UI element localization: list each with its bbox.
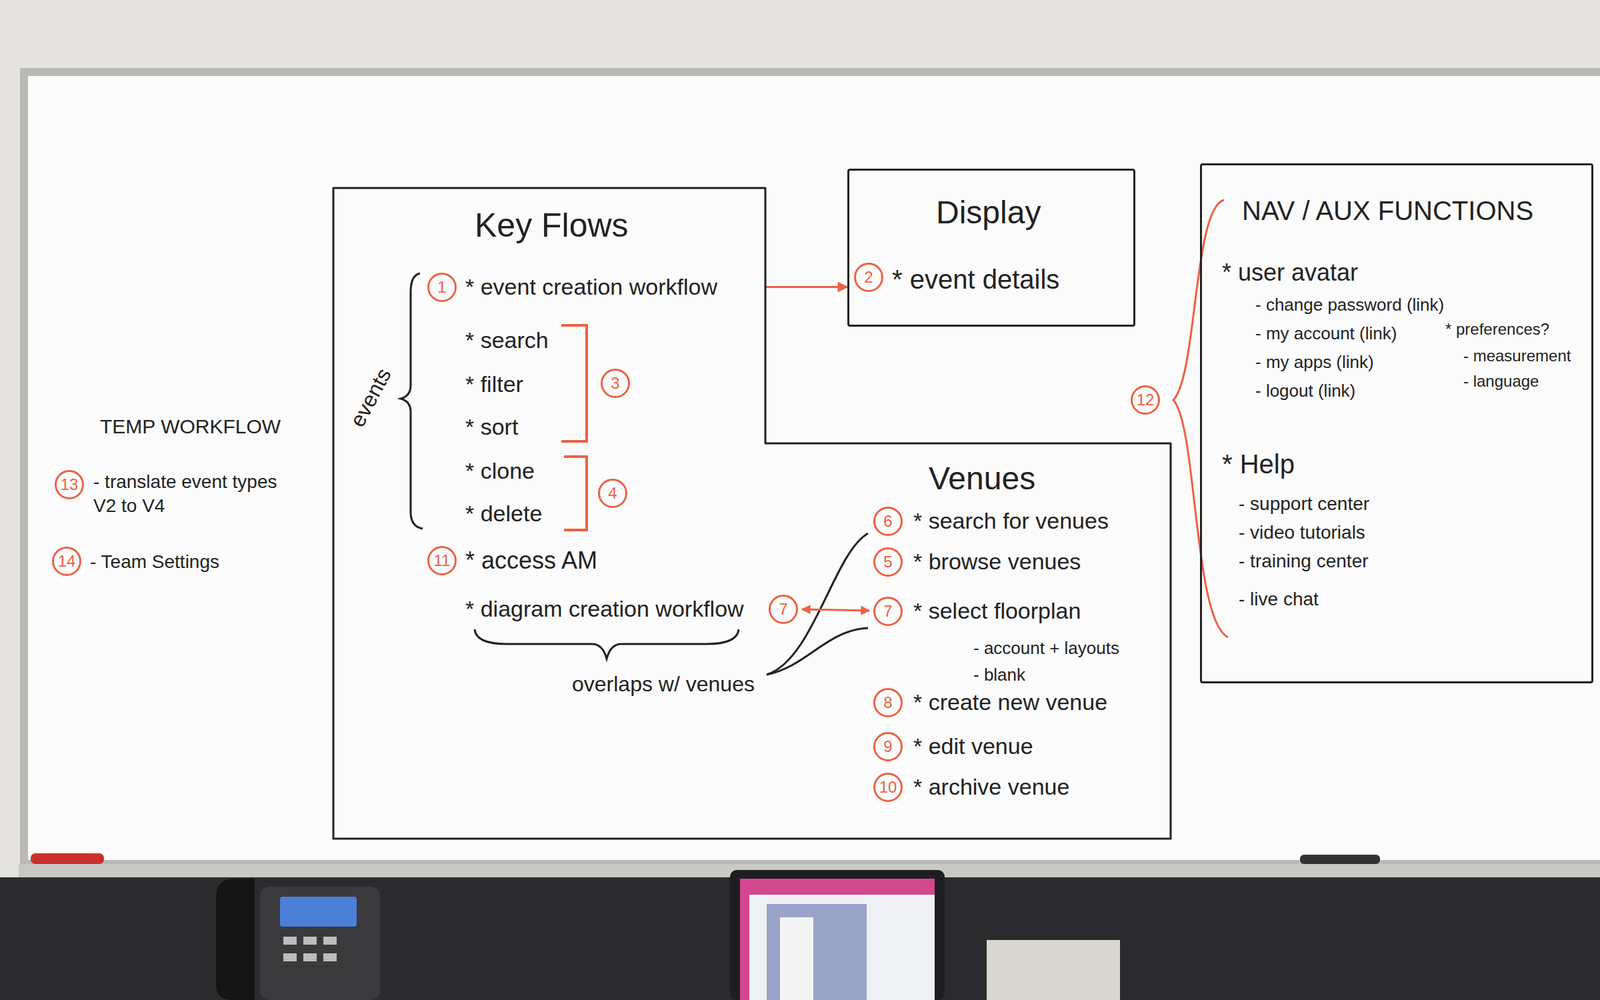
phone-key <box>303 953 317 962</box>
callout-number: 1 <box>427 272 457 302</box>
list-item: - logout (link) <box>1255 381 1356 402</box>
under-brace <box>474 629 739 659</box>
list-item: * user avatar <box>1222 258 1358 286</box>
laptop-panel <box>766 904 867 1000</box>
callout-number: 3 <box>600 368 630 398</box>
callout-number: 7 <box>873 596 903 626</box>
list-item: * delete <box>465 500 542 527</box>
callout-number: 8 <box>873 688 903 718</box>
list-item: * clone <box>465 458 535 484</box>
overlap-line <box>766 628 868 675</box>
callout-number: 12 <box>1130 385 1160 415</box>
group-bracket <box>564 456 587 530</box>
callout-number: 6 <box>873 506 903 536</box>
list-item: * event creation workflow <box>465 274 718 300</box>
laptop-bezel <box>730 870 945 1000</box>
list-item: - blank <box>973 665 1026 686</box>
list-item: - my account (link) <box>1255 324 1397 344</box>
note-text: - Team Settings <box>90 550 220 574</box>
phone-key <box>323 953 337 962</box>
list-item: * browse venues <box>913 548 1081 575</box>
list-item: Venues <box>928 460 1036 497</box>
list-item: * access AM <box>465 546 598 574</box>
flow-arrow <box>765 286 848 288</box>
display-box: Display * event details <box>847 168 1136 327</box>
callout-number: 11 <box>427 546 457 576</box>
callout-number: 7 <box>768 594 798 624</box>
callout-number: 2 <box>854 262 884 292</box>
black-marker <box>1300 854 1380 864</box>
nav-aux-box: NAV / AUX FUNCTIONS * user avatar - change… <box>1200 163 1594 684</box>
callout-number: 14 <box>52 546 82 576</box>
phone-key <box>303 936 317 945</box>
list-item: - training center <box>1238 550 1369 572</box>
list-item: * edit venue <box>913 733 1034 760</box>
list-item: - my apps (link) <box>1255 352 1374 373</box>
box-heading: NAV / AUX FUNCTIONS <box>1242 195 1534 226</box>
list-item: - account + layouts <box>973 638 1120 659</box>
list-item: * Help <box>1222 448 1295 480</box>
box-heading: Display <box>936 194 1041 231</box>
laptop-screen <box>740 878 935 1000</box>
list-item: * search <box>465 327 549 354</box>
laptop-sidebar <box>740 878 750 1000</box>
outline-path <box>333 188 1171 839</box>
phone-body <box>260 886 380 1000</box>
list-item: * select floorplan <box>913 598 1081 624</box>
callout-number: 4 <box>598 478 628 508</box>
list-item: - language <box>1463 372 1539 391</box>
callout-number: 5 <box>873 547 903 577</box>
list-item: * preferences? <box>1445 320 1550 339</box>
red-marker <box>30 853 104 864</box>
events-brace <box>400 273 423 529</box>
overlap-line <box>766 533 868 675</box>
group-bracket <box>561 325 587 442</box>
list-item: - live chat <box>1238 588 1319 610</box>
laptop-app-bar <box>740 878 935 895</box>
list-item: * create new venue <box>913 689 1108 716</box>
group-label: events <box>345 364 397 432</box>
callout-number: 13 <box>54 470 84 500</box>
phone-handset <box>216 878 255 1000</box>
box-heading: Key Flows <box>474 206 629 246</box>
section-heading: TEMP WORKFLOW <box>100 413 281 440</box>
list-item: * search for venues <box>913 508 1109 534</box>
list-item: * sort <box>465 414 518 440</box>
phone-screen <box>280 896 357 927</box>
note-text: - translate event types V2 to V4 <box>93 470 294 519</box>
double-arrow <box>802 609 870 611</box>
list-item: - support center <box>1238 493 1370 515</box>
desk <box>0 877 1600 1000</box>
list-item: * event details <box>892 264 1060 295</box>
phone-key <box>283 936 297 945</box>
list-item: * archive venue <box>913 774 1070 800</box>
list-item: - video tutorials <box>1238 522 1366 544</box>
laptop-column <box>780 917 814 1000</box>
tissue-box <box>986 940 1120 1000</box>
list-item: * diagram creation workflow <box>465 596 744 622</box>
list-item: - change password (link) <box>1255 295 1444 316</box>
whiteboard <box>24 72 1600 864</box>
list-item: overlaps w/ venues <box>572 672 755 697</box>
callout-number: 10 <box>873 772 903 802</box>
phone-key <box>283 953 297 962</box>
phone-key <box>323 936 337 945</box>
list-item: - measurement <box>1463 346 1571 366</box>
callout-number: 9 <box>873 732 903 762</box>
list-item: * filter <box>465 371 524 398</box>
